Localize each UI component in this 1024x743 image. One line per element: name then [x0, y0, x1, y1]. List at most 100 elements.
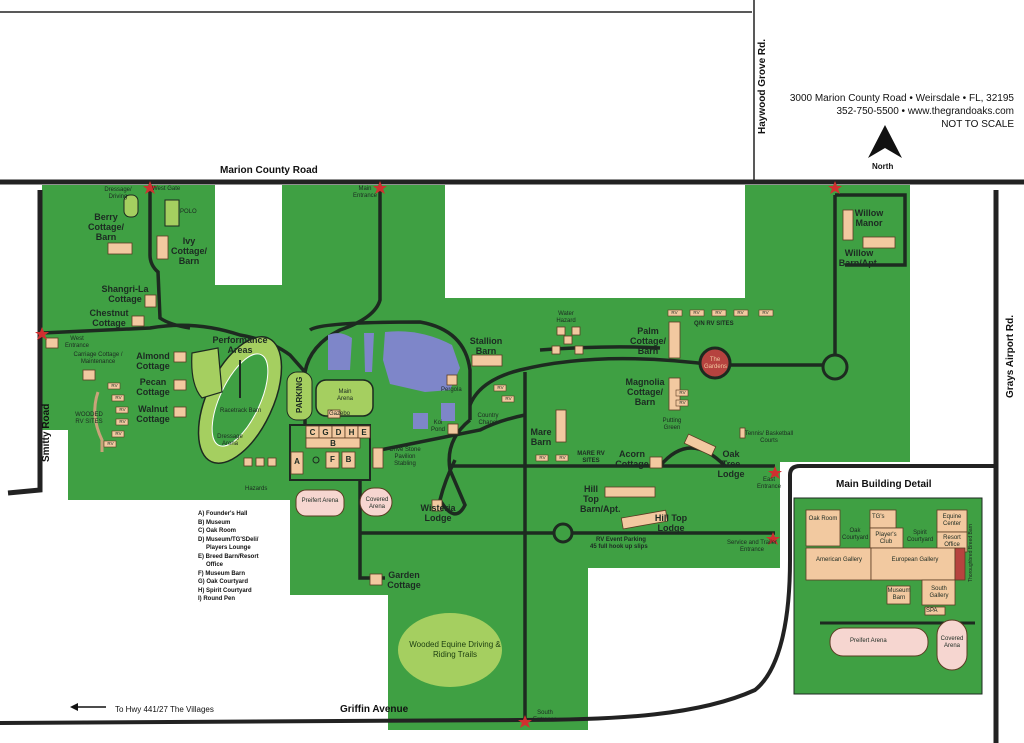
rv-site-badge: RV	[107, 440, 114, 446]
wisteria-lodge-label: Wisteria Lodge	[420, 503, 456, 523]
building-letter: B	[330, 439, 336, 448]
oak-tree-lodge-label: Oak Tree Lodge	[717, 449, 745, 479]
covered-arena-label: Covered Arena	[365, 497, 389, 510]
dressage-driving-field	[123, 194, 139, 218]
covered-arena-main	[359, 487, 393, 517]
detail-oak-room: Oak Room	[808, 516, 838, 522]
detail-covered-arena: Covered Arena	[940, 636, 964, 649]
palm-cottage-label: Palm Cottage/ Barn	[630, 326, 666, 356]
acorn-cottage-label: Acorn Cottage	[615, 449, 649, 469]
performance-area-west	[191, 347, 223, 399]
garden-cottage-label: Garden Cottage	[387, 570, 421, 590]
detail-american-gallery: American Gallery	[815, 557, 862, 563]
grays-airport-road-label: Grays Airport Rd.	[1005, 315, 1016, 398]
rv-site-badge: RV	[671, 309, 678, 315]
dressage-driving-label: Dressage/ Driving	[104, 187, 132, 200]
rv-site-badge: RV	[539, 454, 546, 460]
griffin-avenue-label: Griffin Avenue	[340, 704, 409, 715]
detail-buildings	[805, 509, 968, 616]
willow-manor-label: Willow Manor	[854, 208, 884, 228]
koi-pond-label: Koi Pond	[430, 420, 445, 433]
rv-site-badge: RV	[715, 309, 722, 315]
pond-narrow	[364, 333, 374, 372]
hazards-label: Hazards	[245, 486, 268, 492]
rv-site-badge: RV	[505, 395, 512, 401]
wooded-rv-label: WOODED RV SITES	[75, 412, 103, 425]
legend-item: G) Oak Courtyard	[198, 579, 249, 585]
building-letter: G	[322, 428, 329, 437]
trails-label: Wooded Equine Driving & Riding Trails	[409, 640, 501, 659]
parking-lot	[286, 371, 313, 421]
detail-tgs: TG's	[872, 514, 885, 520]
willow-barn-label: Willow Barn/Apt.	[838, 248, 880, 268]
preifert-arena-main	[295, 489, 345, 517]
drive-stone-label: Drive Stone Pavilion Stabling	[389, 447, 421, 467]
parking-label: PARKING	[295, 376, 304, 413]
west-entrance-label: West Entrance	[64, 336, 89, 349]
rv-badges	[103, 309, 774, 462]
rv-event-label: RV Event Parking	[596, 537, 646, 543]
rv-site-badge: RV	[115, 430, 122, 436]
legend-item: Office	[206, 562, 224, 568]
stallion-barn-label: Stallion Barn	[469, 336, 503, 356]
rv-site-badge: RV	[679, 399, 686, 405]
main-lake	[383, 331, 460, 392]
preifert-arena-label: Preifert Arena	[301, 498, 339, 504]
detail-oak-courtyard: Oak Courtyard	[842, 528, 869, 541]
berry-cottage-label: Berry Cottage/ Barn	[88, 212, 124, 242]
hookups-label: 45 full hook up slips	[590, 544, 648, 550]
property-grounds	[42, 185, 910, 730]
south-entrance-label: South Entrance	[532, 710, 557, 723]
country-chapel-label: Country Chapel	[477, 413, 499, 426]
map-info: 3000 Marion County Road • Weirsdale • FL…	[790, 92, 1014, 131]
preifert-arena-detail	[829, 627, 929, 657]
detail-museum-barn: Museum Barn	[887, 588, 911, 601]
rv-site-badge: RV	[737, 309, 744, 315]
legend-item: B) Museum	[198, 519, 231, 526]
rv-site-badge: RV	[762, 309, 769, 315]
rv-site-badge: RV	[119, 418, 126, 424]
hill-top-barn-label: Hill Top Barn/Apt.	[580, 484, 621, 514]
pergola-label: Pergola	[441, 387, 462, 393]
smitty-road-label: Smitty Road	[41, 403, 52, 462]
koi-pond-water	[413, 413, 428, 429]
building-letter: E	[361, 428, 367, 437]
east-roundabout	[821, 353, 849, 381]
building-letter: F	[330, 455, 335, 464]
walnut-label: Walnut Cottage	[136, 404, 170, 424]
west-gate-label: West Gate	[152, 186, 181, 192]
legend-item: Players Lounge	[206, 545, 251, 551]
detail-players-club: Player's Club	[875, 532, 897, 545]
rv-site-badge: RV	[119, 406, 126, 412]
legend-item: I) Round Pen	[198, 596, 235, 602]
detail-title: Main Building Detail	[836, 479, 932, 490]
hwy-label: To Hwy 441/27 The Villages	[115, 705, 214, 714]
legend-item: A) Founder's Hall	[198, 511, 248, 517]
rv-site-badge: RV	[559, 454, 566, 460]
rv-site-badge: RV	[115, 394, 122, 400]
griffin-avenue	[0, 464, 996, 725]
main-arena-field	[315, 379, 374, 417]
detail-spirit-courtyard: Spirit Courtyard	[906, 530, 934, 543]
ivy-cottage-label: Ivy Cottage/ Barn	[171, 236, 207, 266]
detail-south-gallery: South Gallery	[929, 586, 949, 599]
the-gardens	[698, 346, 732, 380]
trails-area	[398, 613, 502, 687]
address-text: 3000 Marion County Road • Weirsdale • FL…	[789, 93, 1014, 104]
water-hazard-label: Water Hazard	[556, 311, 576, 324]
racetrack-barn-label: Racetrack Barn	[220, 408, 262, 414]
polo-field	[164, 199, 180, 227]
scale-note: NOT TO SCALE	[941, 119, 1014, 130]
detail-spa: SPA	[926, 608, 938, 614]
carriage-cottage-label: Carriage Cottage / Maintenance	[73, 352, 123, 365]
koi-pond-water-2	[441, 403, 455, 421]
pond-west	[328, 333, 352, 370]
south-roundabout	[552, 522, 574, 544]
shangri-la-label: Shangri-La Cottage	[101, 284, 149, 304]
rv-site-badge: RV	[497, 384, 504, 390]
main-entrance-label: Main Entrance	[352, 186, 377, 199]
detail-resort-office: Resort Office	[943, 535, 961, 548]
covered-arena-detail	[936, 619, 968, 671]
qin-rv-label: Q/N RV SITES	[694, 321, 734, 327]
